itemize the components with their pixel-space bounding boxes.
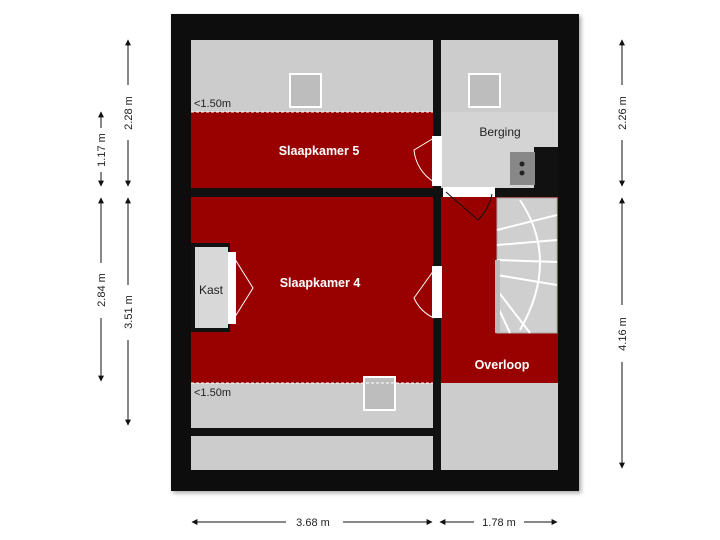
kast-floor: [195, 247, 228, 328]
skylight-2: [468, 73, 501, 108]
dim-right-bottom: 4.16 m: [617, 317, 629, 351]
note-low-height-top: <1.50m: [194, 98, 231, 110]
dim-left-outer-bottom: 3.51 m: [123, 295, 135, 329]
note-low-height-bottom: <1.50m: [194, 387, 231, 399]
wall-horizontal-bottom: [191, 428, 433, 436]
wall-vertical-center: [433, 40, 441, 470]
dimension-left-outer: 2.28 m 3.51 m: [123, 39, 135, 426]
dim-bottom-left: 3.68 m: [296, 517, 330, 529]
dimension-left-inner: 1.17 m 2.84 m: [96, 111, 108, 382]
label-berging: Berging: [479, 125, 520, 139]
door-slaapkamer-4: [413, 266, 442, 319]
dimension-bottom: 3.68 m 1.78 m: [191, 517, 558, 529]
wall-horizontal-middle: [191, 188, 558, 197]
low-area-bottom-right: [441, 383, 558, 470]
label-slaapkamer-5: Slaapkamer 5: [279, 144, 360, 158]
low-area-bottom-strip: [191, 436, 433, 470]
skylight-3: [363, 376, 396, 411]
staircase: [495, 197, 558, 334]
dim-left-inner-top: 1.17 m: [96, 133, 108, 167]
room-slaapkamer-5: [191, 112, 433, 188]
sink-unit: [510, 147, 558, 190]
skylight-1: [289, 73, 322, 108]
door-berging: [443, 187, 495, 221]
dim-bottom-right: 1.78 m: [482, 517, 516, 529]
label-overloop: Overloop: [475, 358, 530, 372]
label-kast: Kast: [199, 283, 224, 297]
dim-left-outer-top: 2.28 m: [123, 96, 135, 130]
dim-right-top: 2.26 m: [617, 96, 629, 130]
dimension-right: 2.26 m 4.16 m: [617, 39, 629, 469]
door-kast: [228, 252, 254, 324]
label-slaapkamer-4: Slaapkamer 4: [280, 276, 361, 290]
door-slaapkamer-5: [413, 136, 442, 186]
dim-left-inner-bottom: 2.84 m: [96, 273, 108, 307]
